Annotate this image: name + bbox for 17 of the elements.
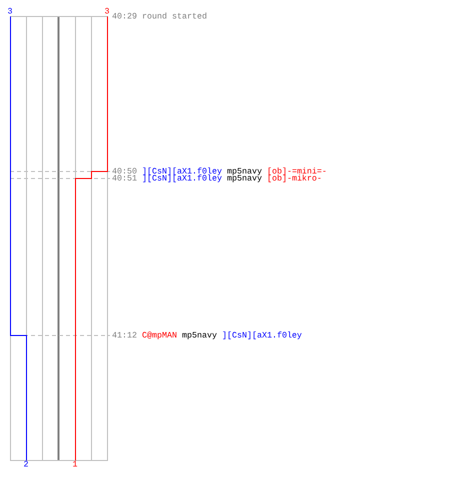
weapon-name: mp5navy (226, 167, 262, 176)
player-name: ][CsN][aX1.f0ley (142, 174, 222, 183)
timestamp: 41:12 (112, 331, 137, 340)
player-name: [ob]-mikro- (266, 174, 322, 183)
player-count: 1 (72, 460, 78, 470)
player-name: ][CsN][aX1.f0ley (222, 331, 302, 340)
player-name: C@mpMAN (142, 331, 177, 340)
player-name: [ob]-=mini=- (266, 167, 327, 176)
player-name: ][CsN][aX1.f0ley (142, 167, 222, 176)
player-count: 3 (8, 8, 12, 16)
weapon-name: mp5navy (182, 331, 217, 340)
event-text: 40:29 round started (112, 12, 207, 21)
timestamp: 40:51 (112, 174, 137, 183)
weapon-name: mp5navy (226, 174, 262, 183)
player-count: 3 (104, 8, 110, 16)
timestamp: 40:50 (112, 167, 137, 176)
player-count: 2 (24, 460, 28, 470)
